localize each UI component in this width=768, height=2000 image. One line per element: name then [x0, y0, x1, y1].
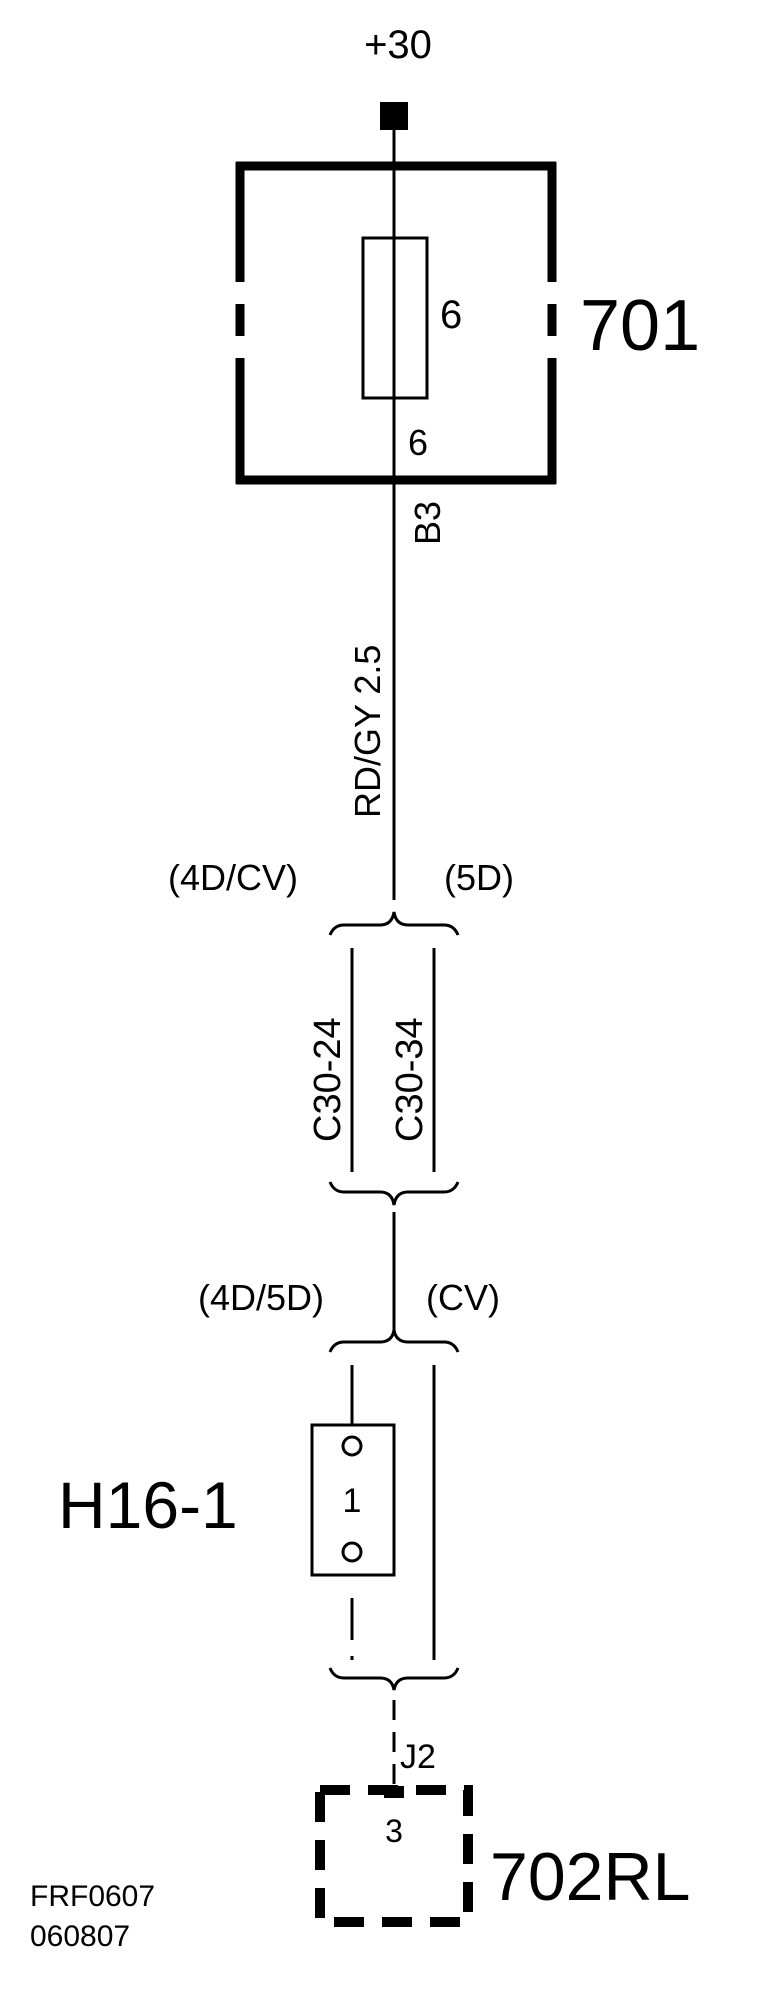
splice1-right-variant: (5D) [444, 857, 514, 898]
footer-code-1: FRF0607 [30, 1880, 155, 1913]
terminal-id: 702RL [490, 1839, 690, 1915]
wire-label: RD/GY 2.5 [347, 645, 388, 818]
terminal-pin: 3 [385, 1813, 403, 1849]
splice2-left-variant: (4D/5D) [198, 1277, 324, 1318]
splice1-bottom-brace [328, 1181, 460, 1206]
connector-c30-24: C30-24 [307, 1017, 349, 1142]
h16-component-id: H16-1 [58, 1468, 238, 1542]
fuse-box-outline [235, 161, 557, 485]
supply-label: +30 [364, 23, 432, 67]
fuse-rating: 6 [440, 293, 462, 337]
connector-c30-34: C30-34 [389, 1017, 431, 1142]
terminal-pin-block [384, 1786, 404, 1798]
connector-j2: J2 [400, 1738, 436, 1776]
splice2-right-variant: (CV) [426, 1277, 500, 1318]
h16-bottom-terminal [341, 1541, 363, 1563]
splice1-left-variant: (4D/CV) [168, 857, 298, 898]
terminal-dashed-box [315, 1785, 473, 1927]
h16-top-terminal [341, 1435, 363, 1457]
fuse-pin: 6 [408, 422, 428, 463]
splice2-bottom-brace [328, 1667, 460, 1691]
footer-code-2: 060807 [30, 1920, 130, 1953]
h16-pin: 1 [343, 1482, 362, 1520]
splice2-top-brace [328, 1329, 460, 1353]
splice1-top-brace [328, 911, 460, 936]
connector-pin-b3: B3 [407, 501, 448, 545]
fuse-box-id: 701 [580, 286, 700, 366]
